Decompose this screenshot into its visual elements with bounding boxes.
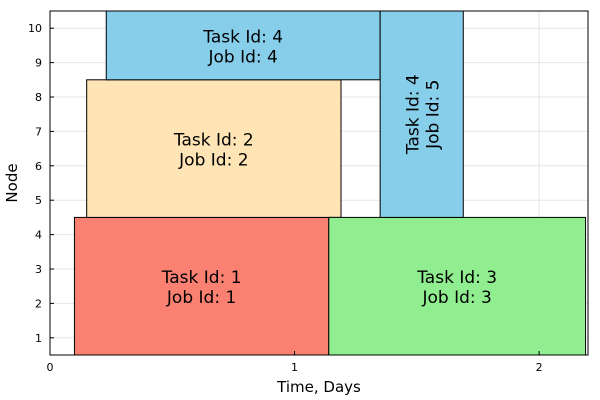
task-id-label: Task Id: 1 [161,268,242,288]
y-tick-label: 8 [35,91,42,104]
y-tick-label: 5 [35,194,42,207]
task-bar [379,10,464,218]
y-tick-label: 9 [35,57,42,70]
task-id-label: Task Id: 4 [202,27,283,47]
x-tick-label: 0 [47,361,54,374]
x-axis-label: Time, Days [276,378,361,396]
x-tick-label: 2 [536,361,543,374]
y-tick-label: 3 [35,263,42,276]
job-id-label: Job Id: 1 [166,288,236,308]
y-tick-label: 1 [35,332,42,345]
y-axis-label: Node [3,163,21,202]
y-tick-label: 10 [28,22,42,35]
plot-frame [49,10,589,356]
job-id-label: Job Id: 2 [178,151,248,171]
task-bar [328,216,587,356]
tick-layer: 0 1 2 1 2 3 4 5 6 7 8 9 10 [28,22,543,374]
task-bar [73,216,330,356]
y-tick-label: 7 [35,125,42,138]
task-id-label: Task Id: 3 [416,268,497,288]
y-tick-label: 4 [35,229,42,242]
task-bar [86,79,342,218]
job-id-label: Job Id: 4 [208,47,278,67]
job-id-label: Job Id: 5 [424,80,444,150]
y-tick-label: 6 [35,160,42,173]
task-layer [73,10,587,356]
task-bar [105,10,381,81]
task-id-label: Task Id: 2 [173,131,254,151]
job-id-label: Job Id: 3 [421,288,491,308]
y-tick-label: 2 [35,297,42,310]
task-id-label: Task Id: 4 [404,74,424,155]
x-tick-label: 1 [291,361,298,374]
